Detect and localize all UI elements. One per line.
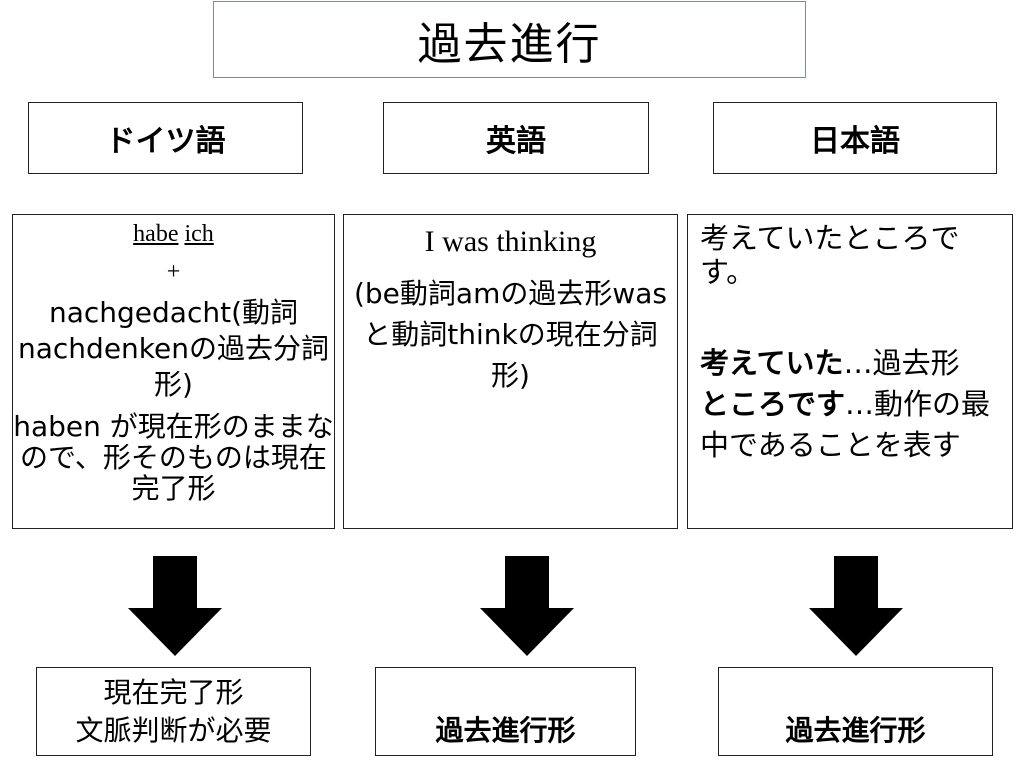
result-german-line2: 文脈判断が必要 <box>75 714 272 747</box>
result-japanese: 過去進行形 <box>718 667 993 756</box>
result-german-line1: 現在完了形 <box>103 676 244 709</box>
japanese-example: 考えていたところです。 <box>700 221 960 289</box>
slide-title: 過去進行 <box>213 1 806 78</box>
result-german: 現在完了形 文脈判断が必要 <box>36 667 311 756</box>
german-content-box: habe ich + nachgedacht(動詞 nachdenkenの過去分… <box>12 214 335 529</box>
result-english: 過去進行形 <box>375 667 636 756</box>
down-arrow-icon <box>809 556 903 656</box>
german-word-ich: ich <box>184 221 214 247</box>
header-english: 英語 <box>383 102 649 174</box>
german-word-habe: habe <box>133 221 179 247</box>
japanese-term-1: 考えていた <box>700 346 844 380</box>
header-german: ドイツ語 <box>28 102 303 174</box>
japanese-explanation: 考えていた…過去形 ところです…動作の最中であることを表す <box>700 343 1000 466</box>
german-plus: + <box>166 259 181 285</box>
down-arrow-icon <box>480 556 574 656</box>
japanese-content-box: 考えていたところです。 考えていた…過去形 ところです…動作の最中であることを表… <box>687 214 1013 529</box>
japanese-term-2: ところです <box>700 387 846 421</box>
header-japanese: 日本語 <box>713 102 997 174</box>
english-content-box: I was thinking (be動詞amの過去形wasと動詞thinkの現在… <box>343 214 678 529</box>
japanese-desc-2: …動作の最中であることを表す <box>700 387 991 462</box>
german-explanation-2: haben が現在形のままなので、形そのものは現在完了形 <box>13 410 334 505</box>
german-example-line: habe ich <box>13 221 334 248</box>
english-explanation: (be動詞amの過去形wasと動詞thinkの現在分詞形) <box>353 277 667 392</box>
japanese-desc-1: …過去形 <box>843 346 960 380</box>
down-arrow-icon <box>128 556 222 656</box>
german-explanation-1: nachgedacht(動詞 nachdenkenの過去分詞形) <box>18 296 329 401</box>
english-example-line: I was thinking <box>424 225 597 258</box>
